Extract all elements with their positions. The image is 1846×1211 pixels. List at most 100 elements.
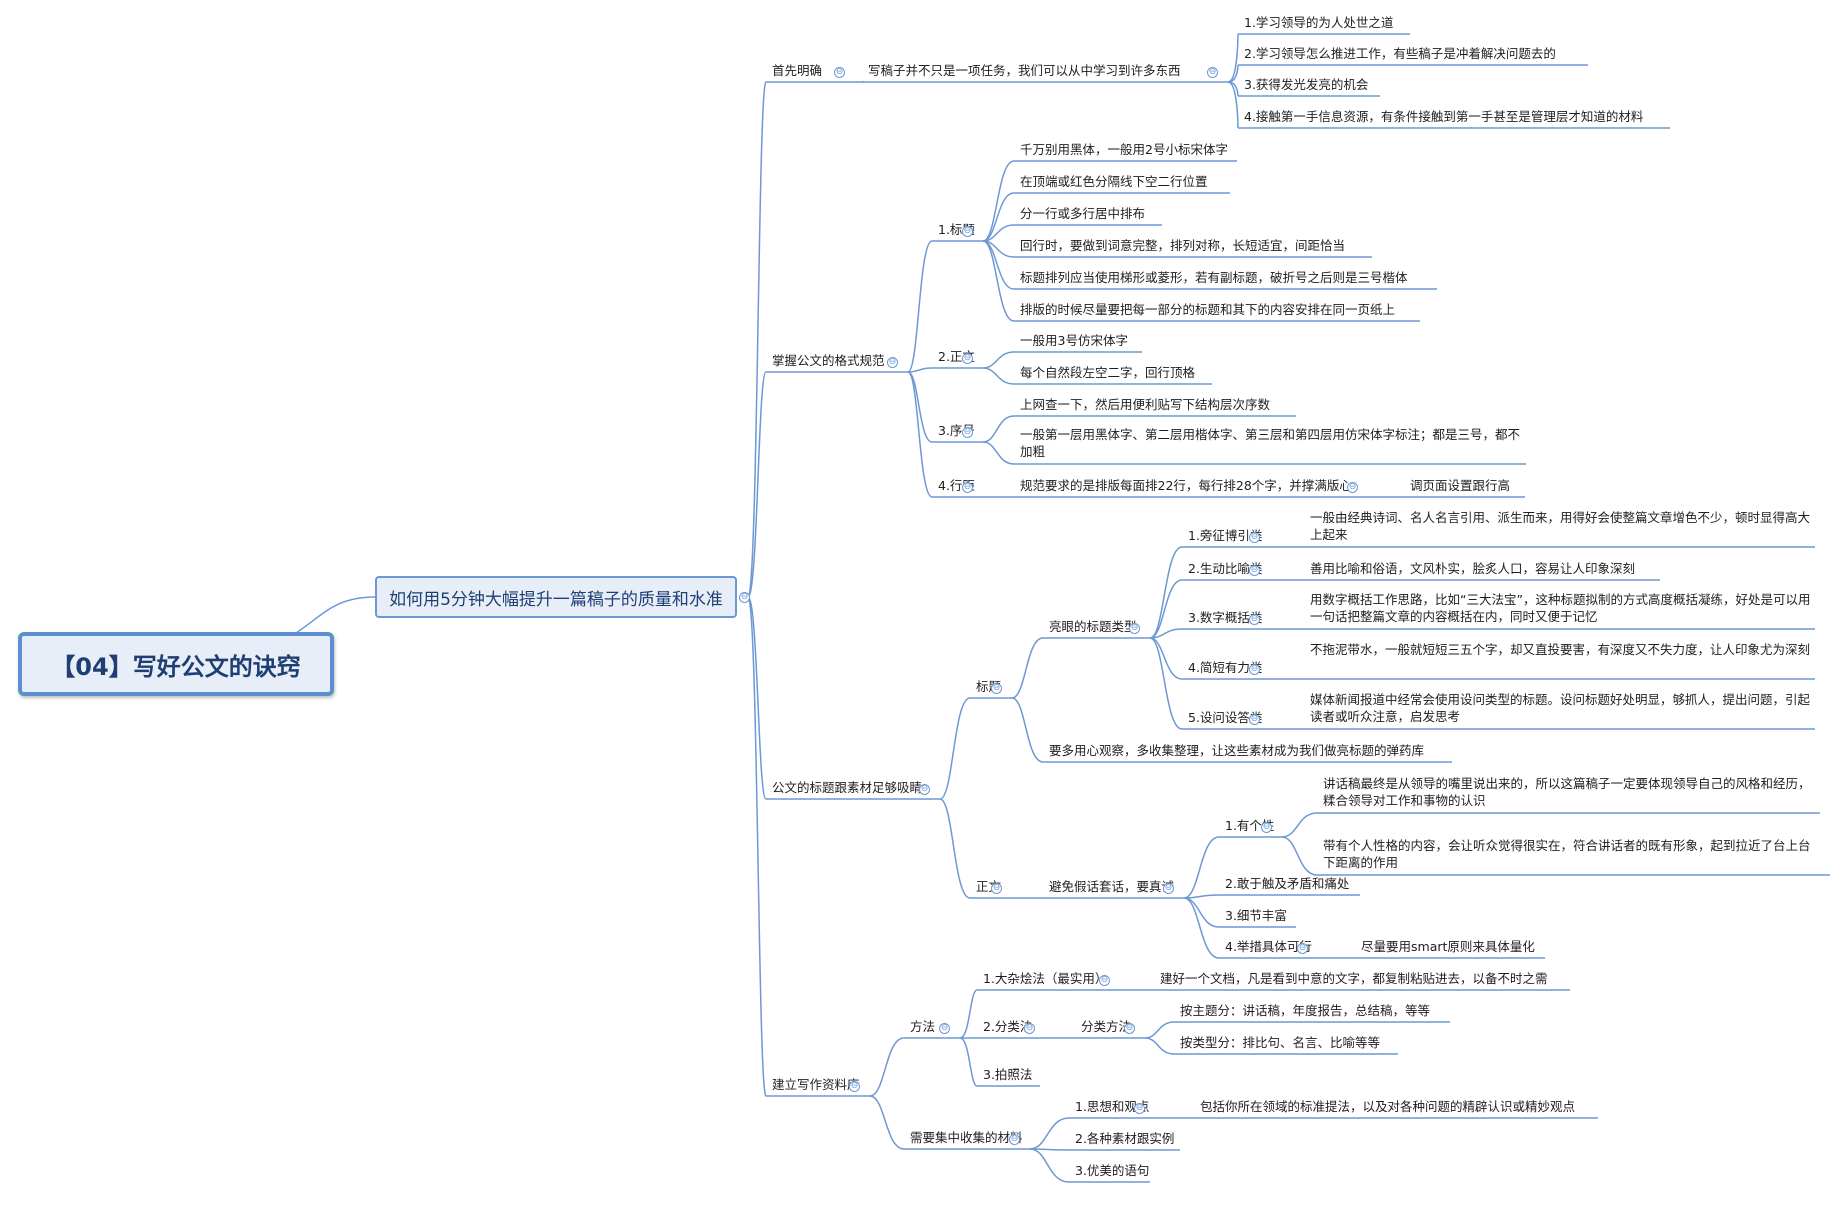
topic-node[interactable]: 媒体新闻报道中经常会使用设问类型的标题。设问标题好处明显，够抓人，提出问题，引起… bbox=[1310, 692, 1811, 724]
connector bbox=[1011, 697, 1044, 763]
collapse-icon[interactable]: ⊖ bbox=[991, 883, 1002, 894]
collapse-icon[interactable]: ⊖ bbox=[962, 353, 973, 364]
topic-node[interactable]: 分一行或多行居中排布 bbox=[1020, 206, 1146, 221]
topic-node[interactable]: 避免假话套话，要真诚 bbox=[1049, 879, 1175, 894]
topic-node[interactable]: 一般用3号仿宋体字 bbox=[1020, 333, 1128, 348]
topic-node[interactable]: 方法 bbox=[910, 1019, 936, 1034]
topic-node[interactable]: 按主题分：讲话稿，年度报告，总结稿，等等 bbox=[1180, 1003, 1431, 1018]
topic-node[interactable]: 亮眼的标题类型 bbox=[1049, 619, 1137, 634]
topic-node[interactable]: 讲话稿最终是从领导的嘴里说出来的，所以这篇稿子一定要体现领导自己的风格和经历，糅… bbox=[1323, 776, 1811, 808]
topic-node[interactable]: 写稿子并不只是一项任务，我们可以从中学习到许多东西 bbox=[868, 63, 1181, 78]
topic-node[interactable]: 建好一个文档，凡是看到中意的文字，都复制粘贴进去，以备不时之需 bbox=[1160, 971, 1548, 986]
topic-node[interactable]: 4.接触第一手信息资源，有条件接触到第一手甚至是管理层才知道的材料 bbox=[1244, 109, 1644, 124]
collapse-icon[interactable]: ⊖ bbox=[1249, 664, 1260, 675]
topic-node[interactable]: 需要集中收集的材料 bbox=[910, 1130, 1023, 1145]
topic-node[interactable]: 3.细节丰富 bbox=[1225, 908, 1287, 923]
collapse-icon[interactable]: ⊖ bbox=[1249, 714, 1260, 725]
collapse-icon[interactable]: ⊖ bbox=[962, 482, 973, 493]
topic-node[interactable]: 在顶端或红色分隔线下空二行位置 bbox=[1020, 174, 1208, 189]
topic-node[interactable]: 掌握公文的格式规范 bbox=[772, 353, 885, 368]
collapse-icon[interactable]: ⊖ bbox=[1009, 1134, 1020, 1145]
collapse-icon[interactable]: ⊖ bbox=[962, 427, 973, 438]
topic-node[interactable]: 1.思想和观点 bbox=[1075, 1099, 1150, 1114]
collapse-icon[interactable]: ⊖ bbox=[1099, 975, 1110, 986]
topic-node[interactable]: 2.学习领导怎么推进工作，有些稿子是冲着解决问题去的 bbox=[1244, 46, 1556, 61]
connector bbox=[747, 371, 767, 598]
collapse-icon[interactable]: ⊖ bbox=[1297, 943, 1308, 954]
topic-node[interactable]: 5.设问设答类 bbox=[1188, 710, 1263, 725]
topic-node[interactable]: 标题排列应当使用梯形或菱形，若有副标题，破折号之后则是三号楷体 bbox=[1020, 270, 1408, 285]
topic-node[interactable]: 包括你所在领域的标准提法，以及对各种问题的精辟认识或精妙观点 bbox=[1200, 1099, 1576, 1114]
topic-node[interactable]: 一般由经典诗词、名人名言引用、派生而来，用得好会使整篇文章增色不少，顿时显得高大… bbox=[1310, 510, 1811, 542]
connector bbox=[1149, 628, 1183, 639]
topic-node[interactable]: 善用比喻和俗语，文风朴实，脍炙人口，容易让人印象深刻 bbox=[1310, 561, 1636, 576]
topic-node[interactable]: 4.举措具体可行 bbox=[1225, 939, 1312, 954]
collapse-icon[interactable]: ⊖ bbox=[1249, 614, 1260, 625]
topic-node[interactable]: 排版的时候尽量要把每一部分的标题和其下的内容安排在同一页纸上 bbox=[1020, 302, 1396, 317]
collapse-icon[interactable]: ⊖ bbox=[991, 683, 1002, 694]
collapse-icon[interactable]: ⊖ bbox=[834, 67, 845, 78]
collapse-icon[interactable]: ⊖ bbox=[1347, 482, 1358, 493]
topic-node[interactable]: 1.学习领导的为人处世之道 bbox=[1244, 15, 1394, 30]
connector bbox=[1149, 637, 1183, 680]
connector bbox=[959, 989, 978, 1039]
topic-node[interactable]: 不拖泥带水，一般就短短三五个字，却又直投要害，有深度又不失力度，让人印象尤为深刻 bbox=[1310, 642, 1811, 657]
root-topic[interactable]: 【04】写好公文的诀窍 bbox=[18, 632, 334, 696]
topic-node[interactable]: 首先明确 bbox=[772, 63, 823, 78]
connector bbox=[1183, 897, 1220, 928]
connector bbox=[1183, 897, 1220, 959]
topic-node[interactable]: 4.简短有力类 bbox=[1188, 660, 1263, 675]
topic-node[interactable]: 回行时，要做到词意完整，排列对称，长短适宜，间距恰当 bbox=[1020, 238, 1346, 253]
collapse-icon[interactable]: ⊖ bbox=[887, 357, 898, 368]
topic-node[interactable]: 分类方法 bbox=[1081, 1019, 1132, 1034]
connector bbox=[982, 351, 1015, 369]
topic-node[interactable]: 3.拍照法 bbox=[983, 1067, 1033, 1082]
connector bbox=[1281, 836, 1318, 876]
topic-node[interactable]: 1.旁征博引类 bbox=[1188, 528, 1263, 543]
topic-node[interactable]: 用数字概括工作思路，比如“三大法宝”，这种标题拟制的方式高度概括凝练，好处是可以… bbox=[1310, 592, 1811, 624]
collapse-icon[interactable]: ⊖ bbox=[1207, 67, 1218, 78]
collapse-icon[interactable]: ⊖ bbox=[1124, 1023, 1135, 1034]
collapse-icon[interactable]: ⊖ bbox=[849, 1081, 860, 1092]
collapse-icon[interactable]: ⊖ bbox=[919, 784, 930, 795]
topic-node[interactable]: 按类型分：排比句、名言、比喻等等 bbox=[1180, 1035, 1381, 1050]
topic-node[interactable]: 规范要求的是排版每面排22行，每行排28个字，并撑满版心 bbox=[1020, 478, 1352, 493]
topic-node[interactable]: 2.各种素材跟实例 bbox=[1075, 1131, 1175, 1146]
topic-node[interactable]: 千万别用黑体，一般用2号小标宋体字 bbox=[1020, 142, 1228, 157]
connector bbox=[982, 192, 1015, 242]
main-topic[interactable]: 如何用5分钟大幅提升一篇稿子的质量和水准 bbox=[375, 576, 737, 618]
collapse-icon[interactable]: ⊖ bbox=[939, 1023, 950, 1034]
topic-node[interactable]: 一般第一层用黑体字、第二层用楷体字、第三层和第四层用仿宋体字标注；都是三号，都不… bbox=[1020, 427, 1521, 459]
topic-node[interactable]: 公文的标题跟素材足够吸睛 bbox=[772, 780, 923, 795]
topic-node[interactable]: 要多用心观察，多收集整理，让这些素材成为我们做亮标题的弹药库 bbox=[1049, 743, 1425, 758]
topic-node[interactable]: 1.大杂烩法（最实用） bbox=[983, 971, 1108, 986]
collapse-icon[interactable]: ⊖ bbox=[1249, 565, 1260, 576]
collapse-icon[interactable]: ⊖ bbox=[1249, 532, 1260, 543]
topic-node[interactable]: 每个自然段左空二字，回行顶格 bbox=[1020, 365, 1196, 380]
collapse-icon[interactable]: ⊖ bbox=[1261, 822, 1272, 833]
topic-node[interactable]: 3.获得发光发亮的机会 bbox=[1244, 77, 1369, 92]
connector bbox=[982, 240, 1015, 290]
topic-node[interactable]: 2.生动比喻类 bbox=[1188, 561, 1263, 576]
connector bbox=[747, 596, 767, 800]
collapse-icon[interactable]: ⊖ bbox=[739, 592, 750, 603]
topic-node[interactable]: 建立写作资料库 bbox=[772, 1077, 860, 1092]
collapse-icon[interactable]: ⊖ bbox=[1134, 1103, 1145, 1114]
topic-node[interactable]: 3.数字概括类 bbox=[1188, 610, 1263, 625]
topic-node[interactable]: 2.分类法 bbox=[983, 1019, 1033, 1034]
topic-node[interactable]: 调页面设置跟行高 bbox=[1410, 478, 1511, 493]
topic-node[interactable]: 3.优美的语句 bbox=[1075, 1163, 1150, 1178]
collapse-icon[interactable]: ⊖ bbox=[1129, 623, 1140, 634]
topic-node[interactable]: 2.敢于触及矛盾和痛处 bbox=[1225, 876, 1350, 891]
collapse-icon[interactable]: ⊖ bbox=[1163, 883, 1174, 894]
topic-node[interactable]: 尽量要用smart原则来具体量化 bbox=[1361, 939, 1535, 954]
connector bbox=[939, 798, 971, 899]
topic-node[interactable]: 带有个人性格的内容，会让听众觉得很实在，符合讲话者的既有形象，起到拉近了台上台下… bbox=[1323, 838, 1811, 870]
connector bbox=[907, 371, 933, 443]
collapse-icon[interactable]: ⊖ bbox=[962, 226, 973, 237]
topic-node[interactable]: 上网查一下，然后用便利贴写下结构层次序数 bbox=[1020, 397, 1271, 412]
collapse-icon[interactable]: ⊖ bbox=[1024, 1023, 1035, 1034]
connector bbox=[907, 367, 933, 373]
connector bbox=[1149, 579, 1183, 639]
